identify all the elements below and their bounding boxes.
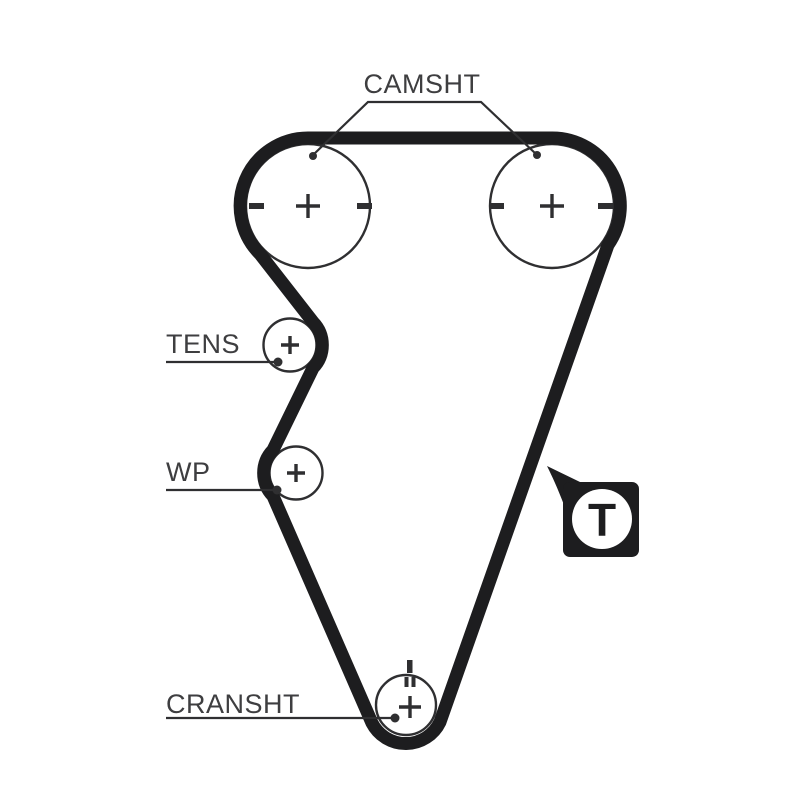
camshaft-right-dash-right	[598, 203, 613, 209]
tension-point-callout: T	[547, 466, 639, 557]
callout-tail	[547, 466, 580, 505]
camshaft-left-leader-dot	[309, 152, 317, 160]
camshaft-label: CAMSHT	[364, 69, 481, 99]
crankshaft-plus-mark	[399, 696, 421, 718]
tensioner-leader-dot	[273, 357, 283, 367]
camshaft-right-leader-dot	[533, 151, 541, 159]
camshaft-right-dash-left	[489, 203, 504, 209]
tensioner-label: TENS	[166, 329, 240, 359]
camshaft-right-plus-mark	[540, 194, 564, 218]
camshaft-left-dash-right	[357, 203, 372, 209]
camshaft-left-plus-mark	[296, 194, 320, 218]
timing-belt	[233, 131, 627, 750]
camshaft-left-dash-left	[249, 203, 264, 209]
crankshaft-inner-dash-right	[411, 677, 416, 687]
crankshaft-inner-dash-left	[404, 677, 409, 687]
crankshaft-alignment-dash	[407, 660, 413, 673]
camshaft-label-bracket	[312, 100, 537, 156]
t-icon-circle	[572, 489, 632, 549]
crankshaft-label: CRANSHT	[166, 689, 300, 719]
water-pump-plus-mark	[287, 464, 305, 482]
t-icon-letter: T	[588, 494, 616, 546]
crankshaft-leader-dot	[390, 713, 400, 723]
water-pump-leader-dot	[272, 485, 282, 495]
tensioner-plus-mark	[281, 336, 299, 354]
water-pump-label: WP	[166, 457, 211, 487]
